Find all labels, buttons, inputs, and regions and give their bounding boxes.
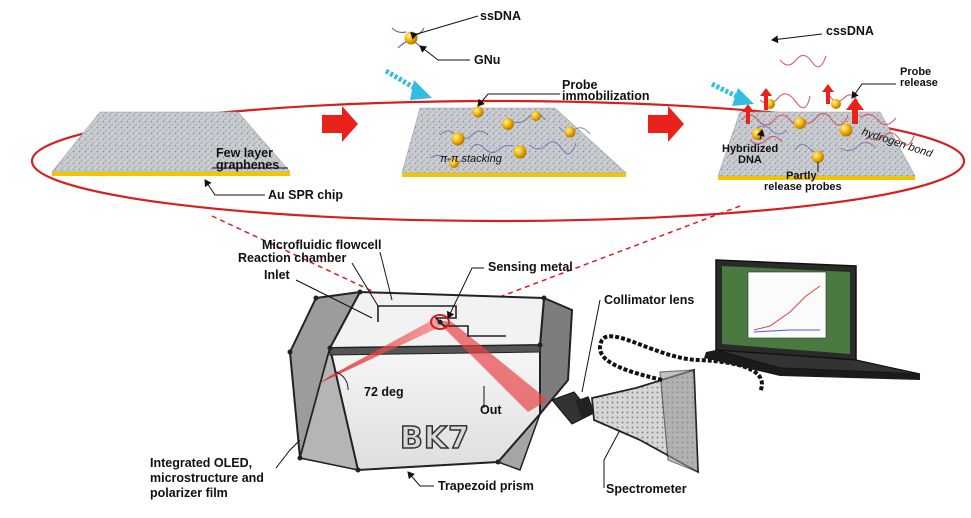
incident-laser: [318, 318, 442, 384]
inlet-pointer: [295, 279, 373, 319]
laptop-screen-plot: [747, 271, 827, 339]
bk7-label: BK7: [399, 421, 470, 456]
reaction-chamber-label: Reaction chamber: [238, 251, 347, 265]
partly-release-label-1: Partly: [786, 170, 817, 182]
trapezoid-prism-label: Trapezoid prism: [438, 479, 534, 493]
spectrometer-pointer: [603, 429, 621, 488]
oled-label-1: Integrated OLED,: [150, 456, 253, 470]
collimator-lens-label: Collimator lens: [604, 293, 695, 307]
reaction-pointer: [351, 262, 379, 307]
gnu-label: GNu: [474, 53, 501, 67]
hybridized-label-2: DNA: [738, 154, 762, 166]
prism-vertices: [287, 289, 547, 473]
cyan-injection-arrow-2: [384, 68, 432, 100]
reflected-laser: [436, 320, 548, 412]
graphene-chip-stage3: [717, 111, 916, 180]
ssdna-pointer: [410, 15, 479, 40]
probe-immobilization-label-1: Probe: [562, 78, 598, 92]
flowcell-pointer: [379, 251, 393, 301]
cssdna-label: cssDNA: [826, 24, 874, 38]
spectrometer-label: Spectrometer: [606, 482, 687, 496]
collimator-pointer: [581, 299, 601, 393]
gnu-pointer: [419, 45, 470, 61]
outlet-label: Out: [480, 403, 502, 417]
oled-label-2: microstructure and: [150, 471, 264, 485]
process-arrow-2: [648, 106, 684, 142]
process-ellipse: [30, 99, 966, 223]
process-arrow-1: [322, 106, 358, 142]
graphene-chip-stage2: [401, 107, 627, 177]
prism-pointer: [407, 471, 434, 487]
graphene-chip-stage1: [51, 111, 291, 176]
au-spr-chip-label: Au SPR chip: [268, 188, 344, 202]
cssdna-pointer: [771, 33, 823, 44]
hybridized-label-1: Hybridized: [722, 143, 779, 155]
gold-nanoparticles-stage2: [449, 106, 576, 168]
sensing-metal-pointer: [446, 267, 484, 319]
oled-pointer: [275, 439, 301, 469]
sensing-spot: [430, 314, 450, 330]
few-layer-label-1: Few layer: [216, 146, 273, 160]
spectrometer: [591, 368, 699, 474]
release-pointer: [851, 83, 896, 99]
inlet-label: Inlet: [264, 268, 290, 282]
few-layer-label-2: graphenes: [216, 158, 280, 172]
au-chip-pointer: [204, 179, 265, 196]
angle-label: 72 deg: [364, 385, 404, 399]
probe-immobilization-label-2: immobilization: [562, 89, 650, 103]
flow-channel: [377, 305, 506, 337]
microfluidic-flowcell-label: Microfluidic flowcell: [262, 238, 382, 252]
angle-arc: [335, 371, 349, 391]
oled-label-3: polarizer film: [150, 486, 228, 500]
ssdna-gnu-icon: [391, 27, 425, 51]
pi-stacking-label: π-π stacking: [440, 153, 502, 165]
release-arrows: [742, 84, 864, 124]
projection-line-left: [211, 215, 435, 321]
hybridized-pointer: [756, 129, 765, 141]
fiber-cable: [598, 334, 764, 393]
cyan-injection-arrow-3: [710, 81, 754, 106]
collimator-lens: [551, 391, 595, 425]
probe-pointer: [477, 93, 560, 107]
ssdna-label: ssDNA: [480, 9, 521, 23]
laptop: [704, 259, 921, 380]
partly-release-label-2: release probes: [764, 181, 842, 193]
sensing-metal-label: Sensing metal: [488, 260, 573, 274]
probe-release-label-1: Probe: [900, 66, 932, 78]
probe-release-label-2: release: [900, 77, 938, 89]
